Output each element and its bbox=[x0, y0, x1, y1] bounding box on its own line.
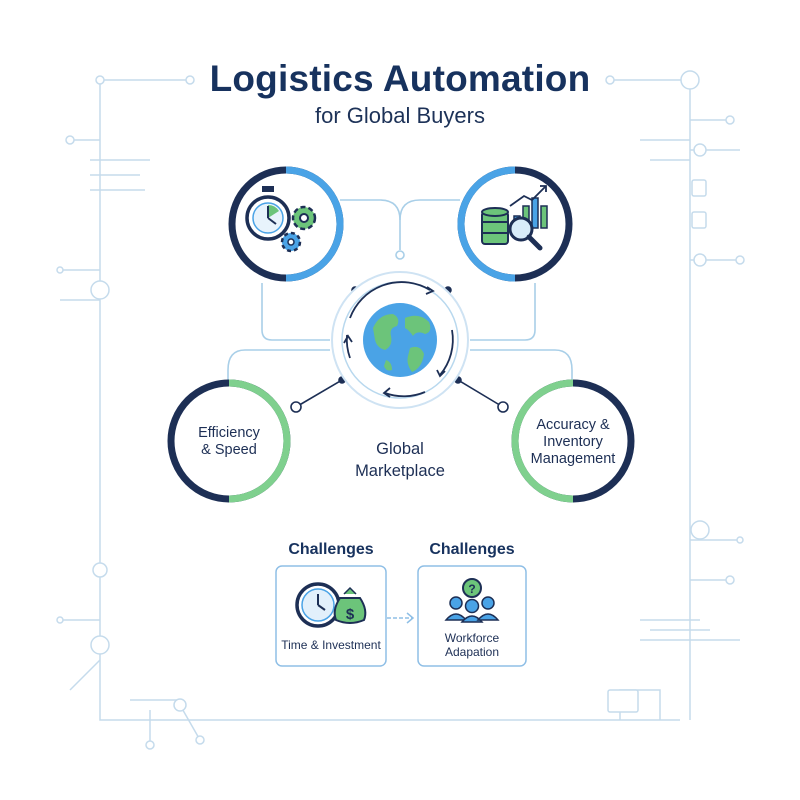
database-magnifier-chart-icon bbox=[481, 185, 548, 251]
workforce-label-line2: Adapation bbox=[444, 645, 500, 659]
center-label-line1: Global bbox=[376, 440, 424, 458]
node-data-analytics bbox=[457, 166, 573, 282]
node-accuracy-ring bbox=[511, 379, 635, 503]
workforce-label-line1: Workforce bbox=[444, 631, 500, 645]
stopwatch-gears-icon bbox=[245, 186, 317, 253]
center-label-line2: Marketplace bbox=[355, 462, 445, 480]
circuit-nodes bbox=[56, 70, 745, 750]
center-label: Global Marketplace bbox=[330, 438, 470, 482]
node-timer-gears bbox=[228, 166, 344, 282]
globe-icon bbox=[363, 303, 437, 377]
efficiency-label: Efficiency & Speed bbox=[170, 425, 288, 459]
clock-money-bag-icon: $ bbox=[295, 582, 367, 628]
accuracy-label-line1: Accuracy & bbox=[536, 417, 610, 433]
svg-text:?: ? bbox=[468, 582, 475, 596]
center-hub bbox=[331, 271, 469, 409]
page-title: Logistics Automation bbox=[209, 58, 591, 99]
time-investment-label: Time & Investment bbox=[281, 638, 381, 652]
accuracy-label-line2: Inventory bbox=[543, 434, 603, 450]
connector-lines bbox=[227, 199, 573, 382]
spoke-end-right bbox=[497, 401, 509, 413]
spoke-end-left bbox=[290, 401, 302, 413]
accuracy-label: Accuracy & Inventory Management bbox=[514, 417, 632, 468]
challenges-heading-right: Challenges bbox=[429, 541, 515, 558]
node-efficiency-ring bbox=[167, 379, 291, 503]
svg-text:$: $ bbox=[346, 606, 355, 623]
page-subtitle: for Global Buyers bbox=[315, 103, 485, 128]
circuit-frame bbox=[60, 79, 740, 745]
card-arrow bbox=[387, 612, 415, 624]
workforce-label: Workforce Adapation bbox=[418, 631, 526, 659]
efficiency-label-line1: Efficiency bbox=[198, 425, 260, 441]
people-question-icon: ? bbox=[444, 578, 500, 623]
challenges-heading-left: Challenges bbox=[288, 541, 374, 558]
accuracy-label-line3: Management bbox=[530, 451, 616, 467]
efficiency-label-line2: & Speed bbox=[201, 442, 257, 458]
connector-node bbox=[395, 250, 405, 260]
